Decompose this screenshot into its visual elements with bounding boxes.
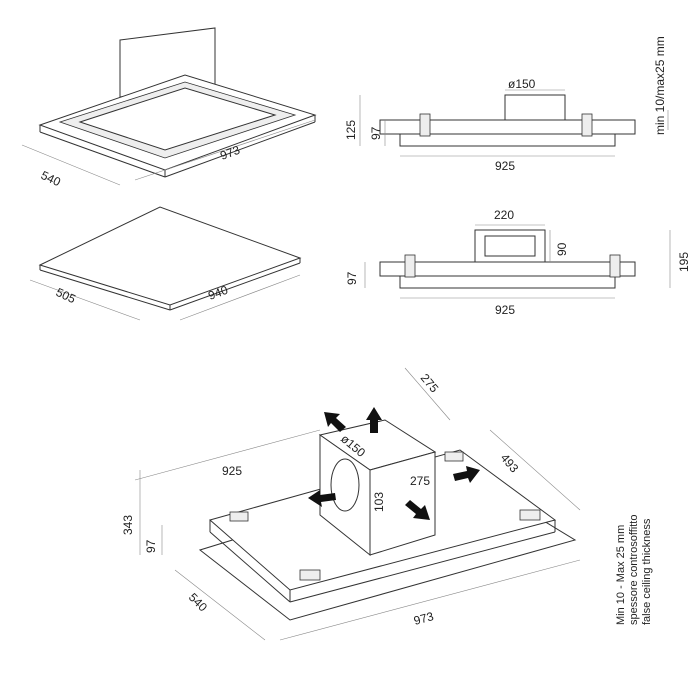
- dim-box-depth: 275: [418, 371, 442, 396]
- dim-925: 925: [495, 159, 515, 173]
- dim-97b: 97: [345, 271, 359, 285]
- dim-box-width: 275: [410, 474, 430, 488]
- dim-505: 505: [54, 285, 78, 306]
- dim-973: 973: [218, 143, 242, 163]
- dim-540: 540: [39, 168, 63, 189]
- dim-125: 125: [344, 120, 358, 140]
- dim-343: 343: [121, 515, 135, 535]
- side-view-mid: 220 90 97 195 925: [345, 208, 691, 317]
- ceiling-note-line-3: false ceiling thickness: [641, 518, 653, 625]
- dim-97: 97: [369, 126, 383, 140]
- arrow-downright-icon: [405, 500, 430, 520]
- dim-195: 195: [677, 252, 691, 272]
- dim-90: 90: [555, 242, 569, 256]
- dim-box-height: 103: [372, 492, 386, 512]
- iso-view-bottom: 275 ø150 275 103 925 493 343 97 540 973 …: [121, 367, 653, 641]
- dim-973b: 973: [412, 609, 435, 628]
- arrow-right-icon: [453, 466, 480, 483]
- ceiling-note-line-1: Min 10 - Max 25 mm: [615, 525, 627, 625]
- arrow-left-icon: [308, 490, 336, 507]
- side-view-top: ø150 125 97 925 min 10/max25 mm: [344, 36, 669, 173]
- arrow-up-icon: [366, 407, 382, 433]
- arrow-upleft-icon: [324, 412, 346, 432]
- dim-940: 940: [206, 283, 230, 303]
- iso-view-top-left: 540 973: [21, 27, 317, 189]
- dim-97c: 97: [144, 539, 158, 553]
- dim-duct: ø150: [508, 77, 536, 91]
- panel-view: 505 940: [29, 206, 302, 321]
- dim-220: 220: [494, 208, 514, 222]
- dim-925b: 925: [495, 303, 515, 317]
- ceiling-note-line-2: spessore controsoffitto: [628, 515, 640, 625]
- dim-540b: 540: [186, 590, 210, 614]
- ceiling-thickness-note: min 10/max25 mm: [653, 36, 667, 135]
- dim-925c: 925: [222, 464, 242, 478]
